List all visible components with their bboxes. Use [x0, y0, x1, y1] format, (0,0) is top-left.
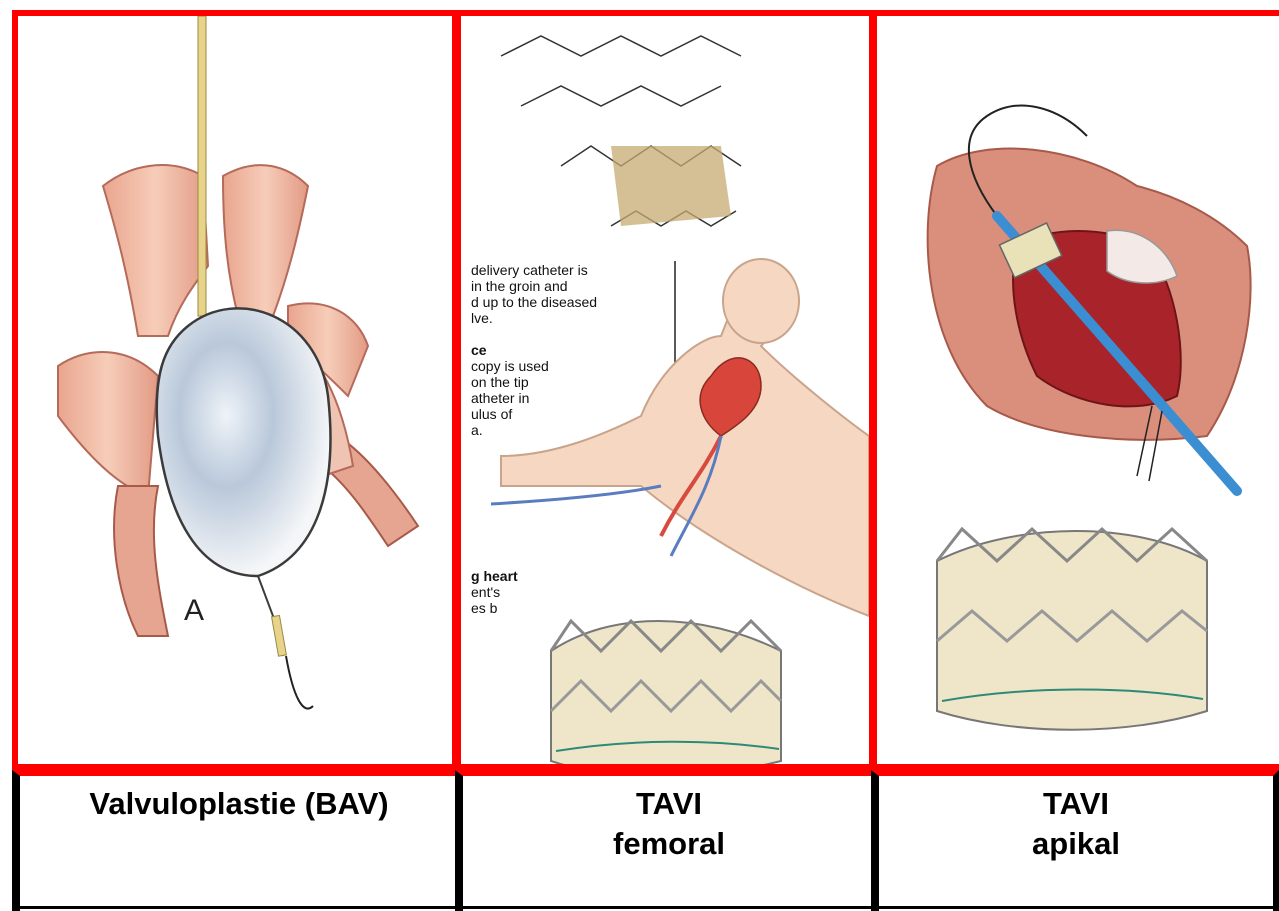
caption-line-1: TAVI	[879, 784, 1273, 824]
fragment-text: ent's	[471, 584, 500, 600]
figure-letter: A	[184, 594, 204, 628]
caption-line-1: TAVI	[463, 784, 875, 824]
caption-line-1: Valvuloplastie (BAV)	[20, 784, 458, 824]
fragment-text: in the groin and	[471, 278, 568, 294]
fragment-text: delivery catheter is	[471, 262, 588, 278]
fragment-text: copy is used	[471, 358, 549, 374]
caption-valvuloplasty: Valvuloplastie (BAV)	[12, 770, 458, 911]
table-bottom-border	[12, 906, 1279, 909]
fragment-text: ulus of	[471, 406, 512, 422]
fragment-text: a.	[471, 422, 483, 438]
fragment-text: g heart	[471, 568, 518, 584]
transapical-heart-illustration	[877, 16, 1279, 764]
caption-tavi-femoral: TAVI femoral	[455, 770, 875, 911]
panel-tavi-femoral: delivery catheter is in the groin and d …	[455, 10, 875, 770]
fragment-text: es b	[471, 600, 497, 616]
fragment-text: on the tip	[471, 374, 529, 390]
caption-tavi-apikal: TAVI apikal	[871, 770, 1279, 911]
caption-line-2: apikal	[879, 824, 1273, 864]
balloon-valvuloplasty-illustration	[18, 16, 452, 764]
fragment-text: d up to the diseased	[471, 294, 597, 310]
fragment-text: atheter in	[471, 390, 529, 406]
panel-tavi-apikal	[871, 10, 1279, 770]
fragment-text: ce	[471, 342, 487, 358]
caption-line-2: femoral	[463, 824, 875, 864]
fragment-text: lve.	[471, 310, 493, 326]
panel-valvuloplasty: A	[12, 10, 458, 770]
